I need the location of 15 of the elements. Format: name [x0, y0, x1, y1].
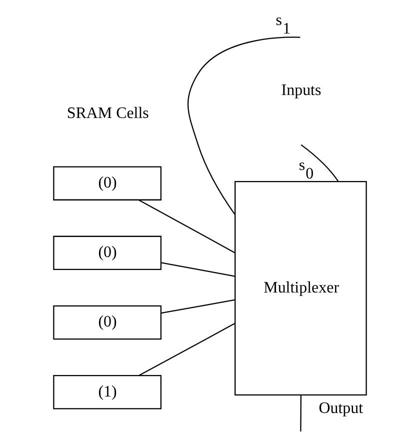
connector [300, 394, 302, 431]
node-box: (0) [53, 166, 162, 200]
node-box: Multiplexer [234, 180, 367, 396]
connector [161, 262, 236, 276]
connector [300, 144, 339, 182]
label: SRAM Cells [66, 104, 149, 122]
label: Inputs [281, 82, 322, 99]
connector [138, 198, 236, 253]
node-box: (0) [53, 304, 162, 340]
node-box: (1) [53, 374, 162, 409]
connector [188, 36, 300, 214]
node-box: (0) [53, 235, 162, 270]
edge-label: Output [318, 400, 364, 417]
connector [138, 322, 236, 376]
connector [161, 298, 236, 314]
